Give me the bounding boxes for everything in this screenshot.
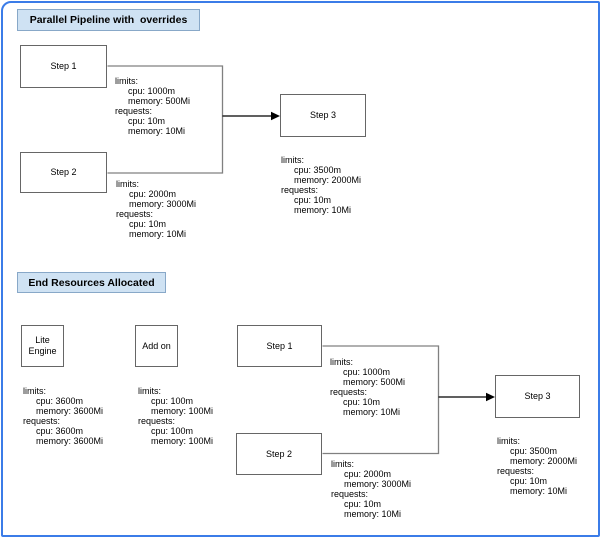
node-label: Step 2: [265, 448, 293, 459]
node-top-step3: Step 3: [280, 94, 366, 137]
resource-line: memory: 3600Mi: [36, 406, 104, 416]
resource-line: memory: 3000Mi: [344, 479, 412, 489]
node-top-step1: Step 1: [20, 45, 107, 88]
node-bottom-step3: Step 3: [495, 375, 580, 418]
resource-block-top-step2: limits: cpu: 2000m memory: 3000Mi reques…: [116, 179, 196, 239]
resource-line: limits:: [331, 459, 354, 469]
resource-line: limits:: [23, 386, 46, 396]
resource-line: memory: 10Mi: [129, 229, 187, 239]
resource-line: requests:: [281, 185, 319, 195]
node-add-on: Add on: [135, 325, 178, 367]
section-title-end-resources: End Resources Allocated: [17, 272, 166, 293]
resource-line: limits:: [281, 155, 304, 165]
resource-line: cpu: 100m: [151, 396, 194, 406]
node-bottom-step2: Step 2: [236, 433, 322, 475]
resource-line: cpu: 3600m: [36, 426, 84, 436]
resource-line: cpu: 10m: [129, 219, 167, 229]
node-label: Step 1: [266, 340, 293, 351]
resource-line: memory: 3000Mi: [129, 199, 197, 209]
resource-line: memory: 3600Mi: [36, 436, 104, 446]
resource-line: cpu: 10m: [343, 397, 381, 407]
resource-line: cpu: 10m: [510, 476, 548, 486]
resource-line: cpu: 2000m: [344, 469, 392, 479]
resource-line: cpu: 100m: [151, 426, 194, 436]
node-label: Step 3: [524, 391, 551, 401]
connector-top-rail: [107, 65, 224, 174]
node-top-step2: Step 2: [20, 152, 107, 193]
resource-line: cpu: 10m: [344, 499, 382, 509]
node-label: Step 2: [50, 167, 77, 177]
resource-line: limits:: [116, 179, 139, 189]
resource-line: requests:: [115, 106, 153, 116]
node-bottom-step1: Step 1: [237, 325, 322, 367]
arrowhead-top-icon: [271, 111, 280, 121]
resource-block-top-step1: limits: cpu: 1000m memory: 500Mi request…: [115, 76, 190, 136]
node-label: Step 1: [50, 61, 77, 71]
resource-line: cpu: 1000m: [343, 367, 391, 377]
resource-line: requests:: [331, 489, 369, 499]
resource-line: cpu: 10m: [294, 195, 332, 205]
node-label: Add on: [142, 340, 171, 351]
node-label: Step 3: [309, 110, 337, 120]
resource-line: memory: 10Mi: [510, 486, 568, 496]
resource-line: memory: 100Mi: [151, 406, 214, 416]
resource-line: memory: 10Mi: [128, 126, 186, 136]
resource-line: requests:: [116, 209, 154, 219]
resource-line: cpu: 2000m: [129, 189, 177, 199]
connector-bottom-rail: [322, 345, 440, 455]
resource-line: memory: 100Mi: [151, 436, 214, 446]
resource-line: cpu: 3600m: [36, 396, 84, 406]
resource-line: cpu: 10m: [128, 116, 166, 126]
resource-block-bottom-step2: limits: cpu: 2000m memory: 3000Mi reques…: [331, 459, 411, 519]
resource-block-bottom-step1: limits: cpu: 1000m memory: 500Mi request…: [330, 357, 405, 417]
resource-line: limits:: [497, 436, 520, 446]
resource-line: requests:: [330, 387, 368, 397]
resource-line: memory: 500Mi: [128, 96, 191, 106]
resource-line: limits:: [138, 386, 161, 396]
node-lite-engine: Lite Engine: [21, 325, 64, 367]
resource-block-add-on: limits: cpu: 100m memory: 100Mi requests…: [138, 386, 213, 446]
resource-block-bottom-step3: limits: cpu: 3500m memory: 2000Mi reques…: [497, 436, 577, 496]
arrowhead-bottom-icon: [486, 392, 495, 402]
resource-line: requests:: [138, 416, 176, 426]
node-label: Lite Engine: [28, 335, 57, 356]
resource-line: requests:: [23, 416, 61, 426]
resource-line: cpu: 3500m: [294, 165, 342, 175]
resource-line: requests:: [497, 466, 535, 476]
resource-block-lite-engine: limits: cpu: 3600m memory: 3600Mi reques…: [23, 386, 103, 446]
resource-line: memory: 2000Mi: [510, 456, 578, 466]
resource-line: cpu: 1000m: [128, 86, 176, 96]
section-title-parallel-pipeline: Parallel Pipeline with overrides: [17, 9, 200, 31]
resource-line: memory: 500Mi: [343, 377, 406, 387]
resource-line: limits:: [115, 76, 138, 86]
resource-line: limits:: [330, 357, 353, 367]
resource-line: memory: 10Mi: [294, 205, 352, 215]
resource-line: cpu: 3500m: [510, 446, 558, 456]
resource-line: memory: 10Mi: [344, 509, 402, 519]
resource-line: memory: 10Mi: [343, 407, 401, 417]
resource-line: memory: 2000Mi: [294, 175, 362, 185]
resource-block-top-step3: limits: cpu: 3500m memory: 2000Mi reques…: [281, 155, 361, 215]
